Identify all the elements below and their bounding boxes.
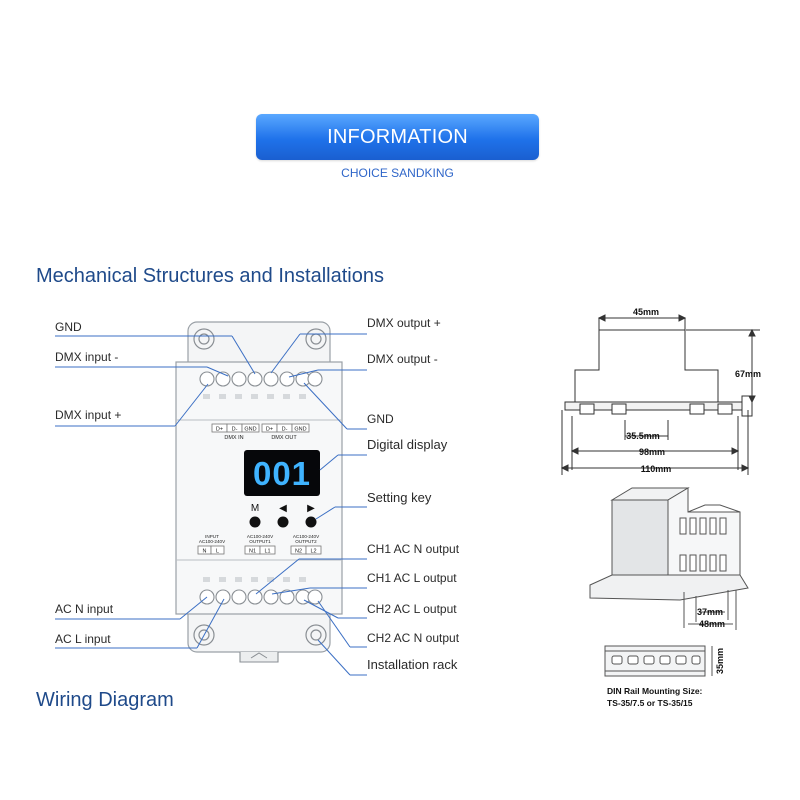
label-gnd-left: GND xyxy=(55,320,82,334)
label-dmx-output-minus: DMX output - xyxy=(367,352,438,366)
dim-48mm: 48mm xyxy=(699,619,725,629)
dmx-out-label: DMX OUT xyxy=(271,435,297,441)
dim-35-5mm: 35.5mm xyxy=(626,431,660,441)
wiring-heading: Wiring Diagram xyxy=(36,689,174,711)
info-banner: INFORMATION xyxy=(256,114,539,160)
label-ac-n-input: AC N input xyxy=(55,602,114,616)
label-gnd-right: GND xyxy=(367,412,394,426)
label-ch2-ac-n-output: CH2 AC N output xyxy=(367,631,460,645)
input-title: INPUT xyxy=(205,534,219,539)
isometric-view xyxy=(589,487,749,630)
side-view xyxy=(560,314,760,475)
key-m[interactable] xyxy=(249,516,261,528)
input-spec: AC100-240V xyxy=(199,539,226,544)
pin-label: N1 xyxy=(249,549,256,555)
label-dmx-input-plus: DMX input + xyxy=(55,408,122,422)
pin-label: L xyxy=(216,549,219,555)
label-ac-l-input: AC L input xyxy=(55,632,111,646)
key-m-label: M xyxy=(251,503,259,514)
device-front: D+ D- GND D+ D- GND DMX IN DMX OUT 001 M… xyxy=(175,321,343,663)
dim-37mm: 37mm xyxy=(697,607,723,617)
key-left-label: ◀ xyxy=(279,503,287,514)
label-ch1-ac-l-output: CH1 AC L output xyxy=(367,571,457,585)
digital-display xyxy=(244,450,320,496)
dmx-in-label: DMX IN xyxy=(224,435,243,441)
terminal-label: GND xyxy=(294,427,306,433)
key-right-label: ▶ xyxy=(307,503,315,514)
dim-98mm: 98mm xyxy=(639,447,665,457)
output1-spec: AC100-240V xyxy=(247,534,274,539)
rail-note-1: DIN Rail Mounting Size: xyxy=(607,686,703,696)
pin-label: N2 xyxy=(295,549,302,555)
label-ch1-ac-n-output: CH1 AC N output xyxy=(367,542,460,556)
output2-title: OUTPUT2 xyxy=(295,539,317,544)
dim-35mm: 35mm xyxy=(715,648,725,674)
output2-spec: AC100-240V xyxy=(293,534,320,539)
mechanical-heading: Mechanical Structures and Installations xyxy=(36,265,384,287)
label-setting-key: Setting key xyxy=(367,490,432,505)
label-installation-rack: Installation rack xyxy=(367,657,458,672)
rail-note-2: TS-35/7.5 or TS-35/15 xyxy=(607,698,693,708)
terminal-label: GND xyxy=(244,427,256,433)
dim-67mm: 67mm xyxy=(735,369,761,379)
pin-label: L1 xyxy=(264,549,270,555)
dim-45mm: 45mm xyxy=(633,307,659,317)
key-left[interactable] xyxy=(277,516,289,528)
din-rail xyxy=(604,645,713,677)
key-right[interactable] xyxy=(305,516,317,528)
banner-subtitle: CHOICE SANDKING xyxy=(341,166,454,180)
output1-title: OUTPUT1 xyxy=(249,539,271,544)
leader-lines xyxy=(55,333,367,676)
pin-label: N xyxy=(203,549,207,555)
label-dmx-output-plus: DMX output + xyxy=(367,316,441,330)
terminal-label: D+ xyxy=(216,427,223,433)
terminal-label: D+ xyxy=(266,427,273,433)
dim-110mm: 110mm xyxy=(641,464,672,474)
display-digits: 001 xyxy=(253,455,311,492)
terminal-label: D- xyxy=(282,427,288,433)
banner-title: INFORMATION xyxy=(327,126,468,148)
pin-label: L2 xyxy=(310,549,316,555)
terminal-label: D- xyxy=(232,427,238,433)
label-dmx-input-minus: DMX input - xyxy=(55,350,119,364)
label-ch2-ac-l-output: CH2 AC L output xyxy=(367,602,457,616)
label-digital-display: Digital display xyxy=(367,437,448,452)
